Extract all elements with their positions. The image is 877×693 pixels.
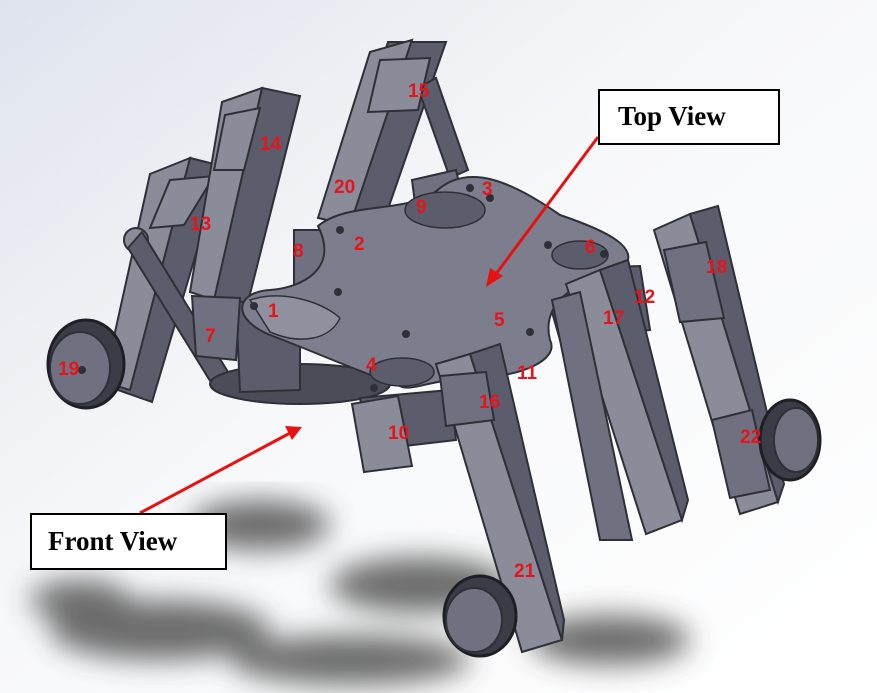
- part-label: 17: [603, 308, 625, 329]
- floor-shadow: [30, 500, 690, 685]
- part-label: 12: [634, 287, 656, 308]
- part-label: 18: [706, 257, 728, 278]
- part-label: 7: [205, 326, 216, 347]
- front-view-label: Front View: [48, 526, 178, 556]
- wheel-21: [442, 574, 518, 658]
- part-label: 15: [408, 81, 430, 102]
- top-view-arrow: [486, 136, 600, 287]
- top-view-callout: Top View: [598, 89, 780, 145]
- part-label: 6: [585, 237, 596, 258]
- part-label: 22: [740, 427, 762, 448]
- part-label: 1: [268, 301, 279, 322]
- top-view-label: Top View: [618, 101, 726, 131]
- wheel-19: [46, 318, 126, 410]
- part-label: 21: [514, 561, 536, 582]
- part-label: 9: [416, 197, 427, 218]
- part-label: 13: [190, 214, 212, 235]
- part-label: 5: [494, 310, 505, 331]
- part-label: 3: [482, 179, 493, 200]
- part-label: 19: [58, 359, 80, 380]
- front-view-arrow: [139, 426, 302, 515]
- part-label: 16: [479, 392, 501, 413]
- part-label: 10: [388, 423, 410, 444]
- front-view-callout: Front View: [30, 513, 227, 570]
- leg-16-21: [434, 342, 566, 654]
- leg-14: [188, 86, 302, 312]
- wheel-22: [758, 398, 822, 482]
- part-label: 2: [354, 234, 365, 255]
- part-label: 8: [293, 241, 304, 262]
- part-label: 20: [334, 177, 356, 198]
- part-label: 14: [260, 134, 282, 155]
- leg-18-22: [652, 204, 786, 516]
- leg-17: [550, 258, 690, 541]
- part-label: 4: [366, 355, 377, 376]
- part-label: 11: [517, 363, 538, 384]
- top-plate: [241, 176, 630, 392]
